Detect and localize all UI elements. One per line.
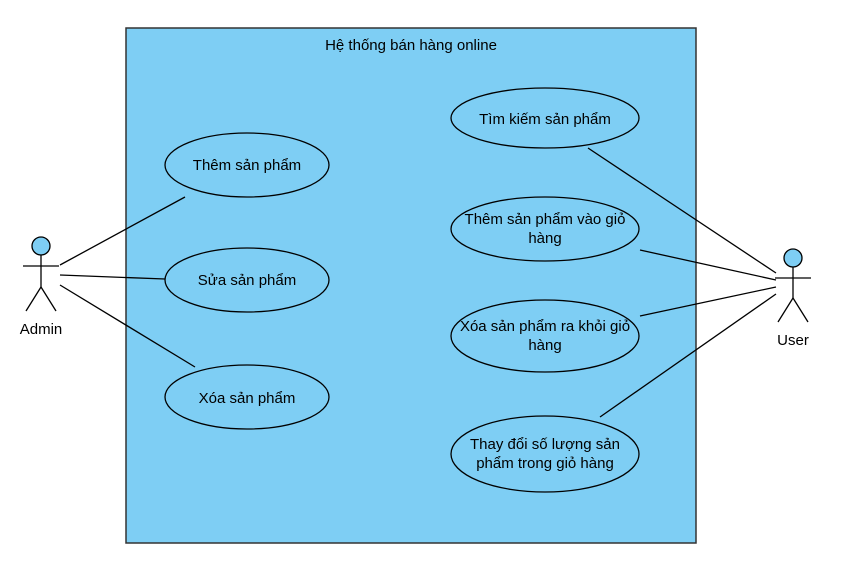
actor-admin-head-icon — [31, 236, 51, 256]
actor-user-label: User — [777, 332, 809, 349]
stick-figure-icon — [23, 255, 59, 312]
use-case-xoa-san-pham-ra-khoi-gio-hang[interactable]: Xóa sản phẩm ra khỏi giỏ hàng — [450, 299, 640, 373]
use-case-label-line-1: Xóa sản phẩm ra khỏi giỏ — [460, 318, 630, 335]
use-case-label: Sửa sản phẩm — [198, 272, 296, 289]
use-case-xoa-san-pham[interactable]: Xóa sản phẩm — [164, 364, 330, 430]
use-case-thay-doi-so-luong[interactable]: Thay đổi số lượng sản phẩm trong giỏ hàn… — [450, 415, 640, 493]
association-admin-them-san-pham — [59, 196, 186, 266]
association-user-thay-doi-so-luong — [599, 293, 777, 418]
association-admin-xoa-san-pham — [59, 284, 196, 368]
use-case-sua-san-pham[interactable]: Sửa sản phẩm — [164, 247, 330, 313]
use-case-label: Xóa sản phẩm — [199, 390, 296, 407]
use-case-label-line-1: Thay đổi số lượng sản — [470, 436, 620, 453]
use-case-label: Tìm kiếm sản phẩm — [479, 111, 611, 128]
use-case-them-san-pham-vao-gio-hang[interactable]: Thêm sản phẩm vào giỏ hàng — [450, 196, 640, 262]
system-title: Hệ thống bán hàng online — [325, 37, 497, 54]
use-case-ellipse — [450, 299, 640, 373]
use-case-tim-kiem-san-pham[interactable]: Tìm kiếm sản phẩm — [450, 87, 640, 149]
use-case-label-line-2: phẩm trong giỏ hàng — [476, 455, 614, 472]
system-boundary — [125, 27, 697, 544]
use-case-label-line-2: hàng — [528, 337, 561, 354]
actor-admin-label: Admin — [20, 321, 63, 338]
association-lines — [59, 147, 777, 418]
association-admin-sua-san-pham — [59, 274, 166, 280]
use-case-ellipse — [164, 247, 330, 313]
use-case-ellipse — [164, 132, 330, 198]
association-user-tim-kiem — [587, 147, 777, 274]
use-case-ellipse — [450, 415, 640, 493]
stick-figure-icon — [775, 267, 811, 323]
association-user-xoa-khoi-gio — [639, 286, 777, 317]
use-case-ellipse — [450, 196, 640, 262]
actor-user-head-icon — [783, 248, 803, 268]
use-case-label-line-2: hàng — [528, 230, 561, 247]
use-case-ellipse — [450, 87, 640, 149]
use-case-label-line-1: Thêm sản phẩm vào giỏ — [465, 211, 626, 228]
association-user-them-vao-gio — [639, 249, 777, 281]
use-case-them-san-pham[interactable]: Thêm sản phẩm — [164, 132, 330, 198]
actor-user[interactable]: User — [775, 248, 811, 349]
use-case-ellipse — [164, 364, 330, 430]
use-case-label: Thêm sản phẩm — [193, 157, 301, 174]
actor-admin[interactable]: Admin — [20, 236, 63, 338]
